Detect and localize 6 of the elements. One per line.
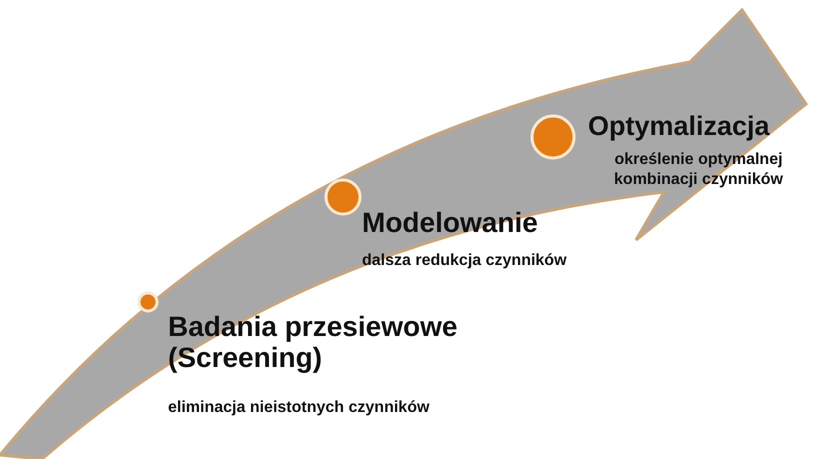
stage-description: eliminacja nieistotnych czynników bbox=[168, 398, 430, 418]
stage-description: określenie optymalnej kombinacji czynników bbox=[613, 150, 784, 190]
stage-description: dalsza redukcja czynników bbox=[362, 251, 568, 271]
step-circle bbox=[529, 113, 577, 161]
step-circle bbox=[136, 290, 160, 314]
stage-heading: Optymalizacja bbox=[588, 112, 771, 142]
